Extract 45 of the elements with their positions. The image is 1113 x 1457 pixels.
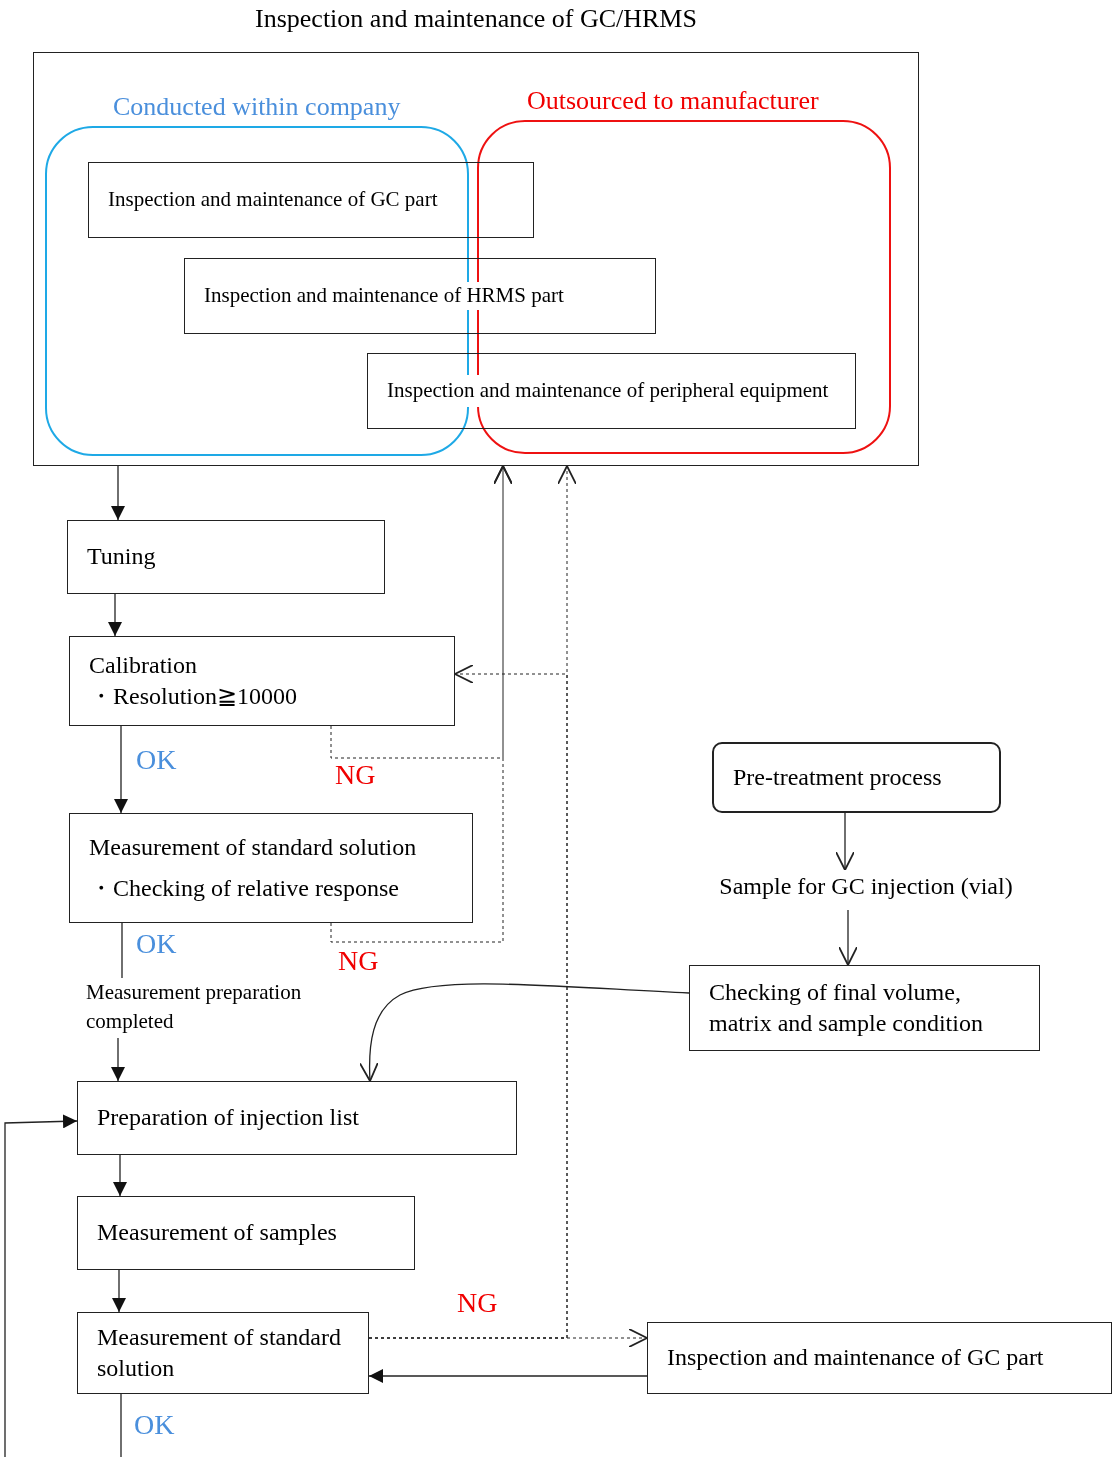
connector-line bbox=[121, 922, 123, 979]
box-text: ・Resolution≧10000 bbox=[89, 682, 297, 711]
box-text: Tuning bbox=[87, 542, 156, 572]
process-box bbox=[184, 258, 656, 334]
process-box bbox=[77, 1312, 369, 1394]
arrow bbox=[113, 1154, 127, 1197]
process-box bbox=[712, 742, 1001, 813]
arrow bbox=[835, 812, 855, 871]
process-box bbox=[647, 1322, 1112, 1394]
region-heading: Conducted within company bbox=[113, 92, 401, 122]
arrow bbox=[111, 465, 125, 521]
box-text: Inspection and maintenance of peripheral equipment bbox=[387, 375, 829, 407]
arrow bbox=[114, 725, 128, 814]
arrow bbox=[330, 465, 513, 943]
process-box bbox=[69, 813, 473, 923]
process-box bbox=[77, 1196, 415, 1270]
box-heading: Inspection and maintenance of GC/HRMS bbox=[254, 4, 698, 34]
box-text: Checking of final volume, matrix and sample condition bbox=[709, 977, 984, 1038]
arrow bbox=[111, 1037, 125, 1082]
arrow bbox=[359, 983, 690, 1082]
box-text: Calibration bbox=[89, 650, 197, 680]
arrow bbox=[108, 593, 122, 637]
process-box bbox=[77, 1081, 517, 1155]
box-text: ・Checking of relative response bbox=[89, 874, 399, 903]
process-box bbox=[88, 162, 534, 238]
region-heading: Outsourced to manufacturer bbox=[527, 86, 819, 116]
arrow bbox=[838, 909, 858, 966]
process-box bbox=[689, 965, 1040, 1051]
arrow bbox=[112, 1269, 126, 1313]
step-text: Sample for GC injection (vial) bbox=[688, 870, 1044, 904]
box-text: Pre-treatment process bbox=[733, 762, 942, 792]
connector-line bbox=[120, 1393, 122, 1457]
arrow bbox=[4, 1114, 78, 1457]
box-text: Inspection and maintenance of HRMS part bbox=[204, 282, 564, 310]
process-box bbox=[367, 353, 856, 429]
box-text: Measurement of standard solution bbox=[89, 832, 417, 862]
box-text: Inspection and maintenance of GC part bbox=[667, 1343, 1044, 1373]
arrow bbox=[368, 664, 568, 1339]
process-box bbox=[67, 520, 385, 594]
box-text: Measurement of standard solution bbox=[97, 1322, 342, 1383]
arrow bbox=[368, 1369, 648, 1383]
process-box bbox=[69, 636, 455, 726]
box-text: Preparation of injection list bbox=[97, 1103, 359, 1133]
step-text: Measurement preparation completed bbox=[86, 978, 356, 1037]
box-text: Measurement of samples bbox=[97, 1218, 337, 1248]
